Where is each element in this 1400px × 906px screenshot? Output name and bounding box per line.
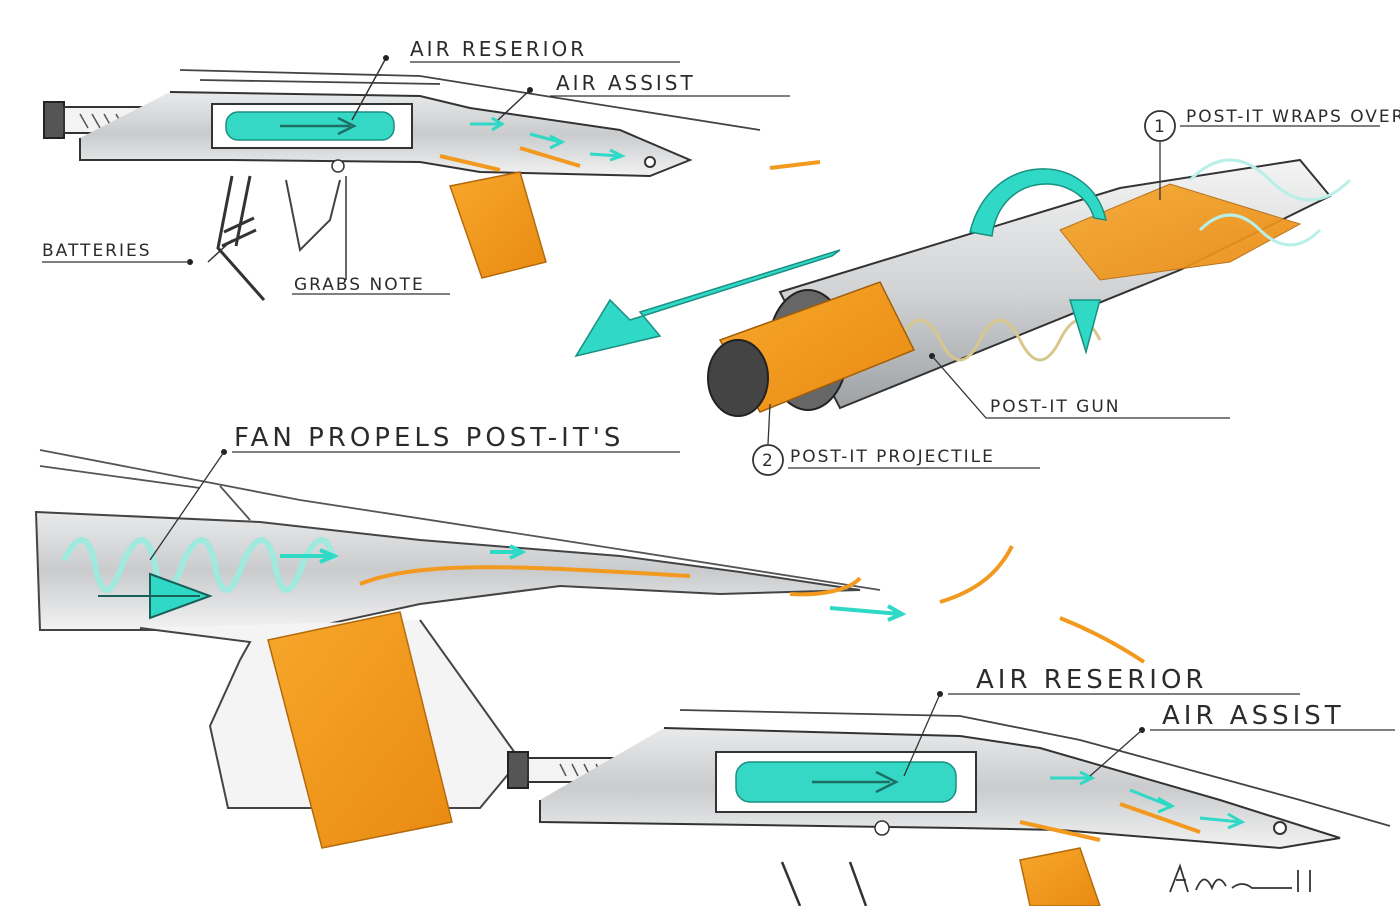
label-fan-propels: FAN PROPELS POST-IT'S (234, 423, 624, 453)
callout-line-fan (149, 451, 680, 561)
label-air-assist-bottom: AIR ASSIST (1162, 701, 1345, 731)
orange-strokes-top (439, 146, 821, 172)
label-grabs-note: GRABS NOTE (294, 275, 425, 295)
callout-line-2 (767, 403, 1040, 469)
label-air-assist-top: AIR ASSIST (556, 71, 696, 95)
muzzle-cap (43, 101, 65, 139)
callout-dot (383, 55, 389, 61)
wrapped-post-it (1059, 183, 1302, 281)
top-rail (179, 69, 761, 131)
sketch-large-side-view: FAN PROPELS POST-IT'S (34, 423, 1146, 849)
reservoir-arrow-bottom (812, 770, 899, 794)
label-post-it-gun: POST-IT GUN (990, 397, 1121, 417)
teal-swirls (1188, 158, 1352, 247)
callout-circle-2 (752, 444, 784, 476)
callout-1-text: POST-IT WRAPS OVER (1186, 107, 1400, 127)
callout-line-1 (1159, 125, 1380, 200)
launch-arrow (574, 249, 841, 358)
barrel-end-dot-bottom (1273, 821, 1287, 835)
airflow-arrows-large (280, 544, 907, 622)
callout-2-number: 2 (762, 451, 773, 471)
muzzle-cap-bottom (507, 751, 529, 789)
post-it-pad-top (449, 171, 547, 279)
trigger-guard (285, 179, 341, 253)
callout-1-number: 1 (1154, 117, 1165, 137)
sketch-tube-detail: 1 POST-IT WRAPS OVER 2 POST-IT PROJECTIL… (574, 107, 1400, 476)
orange-flight-strokes (359, 545, 1146, 664)
label-air-reservoir-bottom: AIR RESERIOR (976, 665, 1207, 695)
post-it-pad-bottom (1019, 847, 1101, 906)
trigger-dot-bottom (874, 820, 890, 836)
callout-dot (527, 87, 533, 93)
top-rail-bottom (679, 709, 1391, 827)
artist-signature (1169, 863, 1311, 893)
large-top-lines (39, 449, 881, 591)
wrap-arrow (969, 168, 1107, 237)
pistol-grip (216, 175, 266, 301)
callout-circle-1 (1144, 110, 1176, 142)
trigger-dot (331, 159, 345, 173)
label-air-reservoir-top: AIR RESERIOR (410, 37, 587, 61)
callout-2-text: POST-IT PROJECTILE (790, 447, 995, 467)
projectile-end (707, 339, 769, 417)
wrap-arrow-head-down (1068, 299, 1101, 355)
sketch-top-left: AIR RESERIOR AIR ASSIST BATTERIES GRABS … (42, 37, 821, 301)
air-assist-arrows (470, 116, 626, 162)
orange-strokes-bottom (1019, 802, 1201, 842)
callout-lines-top (207, 57, 531, 280)
label-underlines-top (42, 61, 790, 295)
callout-lines-bottom (903, 693, 1395, 777)
air-assist-arrows-bottom (1050, 770, 1246, 830)
grip-bottom (780, 861, 868, 906)
reservoir-arrow (280, 116, 357, 136)
barrel-end-dot (644, 156, 656, 168)
large-post-it-pad (267, 611, 453, 849)
sketch-bottom-right: AIR RESERIOR AIR ASSIST (507, 665, 1395, 906)
label-batteries: BATTERIES (42, 241, 152, 261)
fan-arrow (98, 572, 213, 620)
airflow-squiggle (61, 537, 337, 593)
callout-line-gun (931, 355, 1230, 419)
